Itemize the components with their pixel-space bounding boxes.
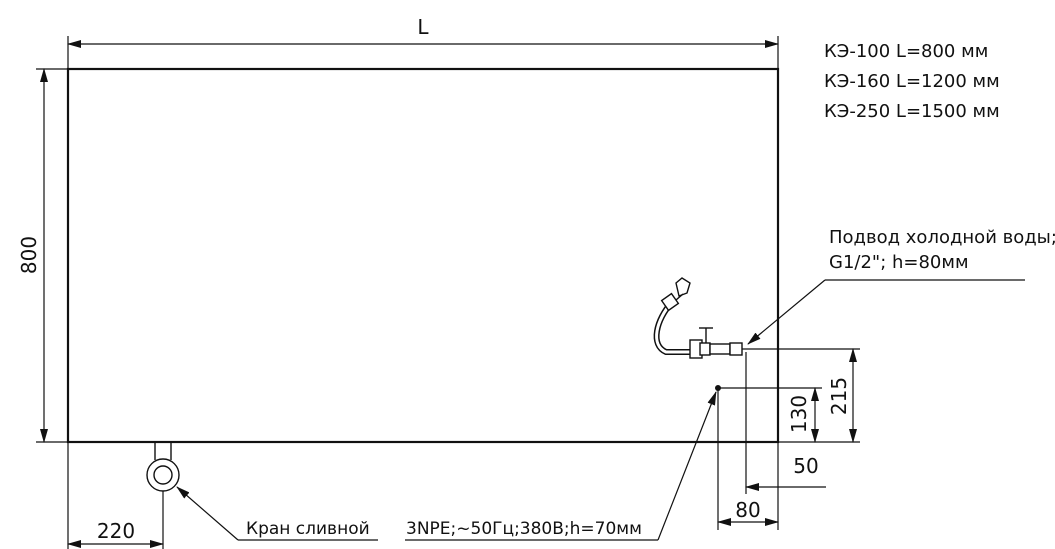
dimension-height [36, 68, 68, 443]
inlet-offset-label: 80 [735, 498, 760, 522]
dimension-length [67, 36, 779, 69]
model-line-2: КЭ-160 L=1200 мм [824, 71, 1000, 92]
model-line-1: КЭ-100 L=800 мм [824, 41, 988, 62]
height-label: 800 [17, 236, 41, 274]
valve-assembly [653, 277, 743, 359]
length-label: L [417, 15, 429, 39]
drain-offset-label: 220 [97, 519, 135, 543]
water-inlet-line-1: Подвод холодной воды; [829, 227, 1055, 248]
drain-valve-leader [176, 486, 378, 541]
inlet-height-label: 215 [827, 377, 851, 415]
water-inlet-line-2: G1/2"; h=80мм [829, 252, 969, 273]
drain-valve [146, 442, 180, 492]
dimension-drain [67, 442, 164, 549]
power-supply-leader [405, 391, 717, 541]
power-offset-label: 50 [793, 454, 818, 478]
drain-valve-label: Кран сливной [246, 519, 370, 539]
heater-body-outline [66, 67, 780, 444]
water-inlet-leader [747, 279, 1025, 345]
dimension-vertical-right [718, 348, 860, 443]
power-entry-point [715, 385, 721, 391]
power-height-label: 130 [787, 395, 811, 433]
power-supply-label: 3NPE;~50Гц;380В;h=70мм [406, 519, 642, 539]
dimension-horizontal-right [717, 352, 826, 530]
model-line-3: КЭ-250 L=1500 мм [824, 101, 1000, 122]
